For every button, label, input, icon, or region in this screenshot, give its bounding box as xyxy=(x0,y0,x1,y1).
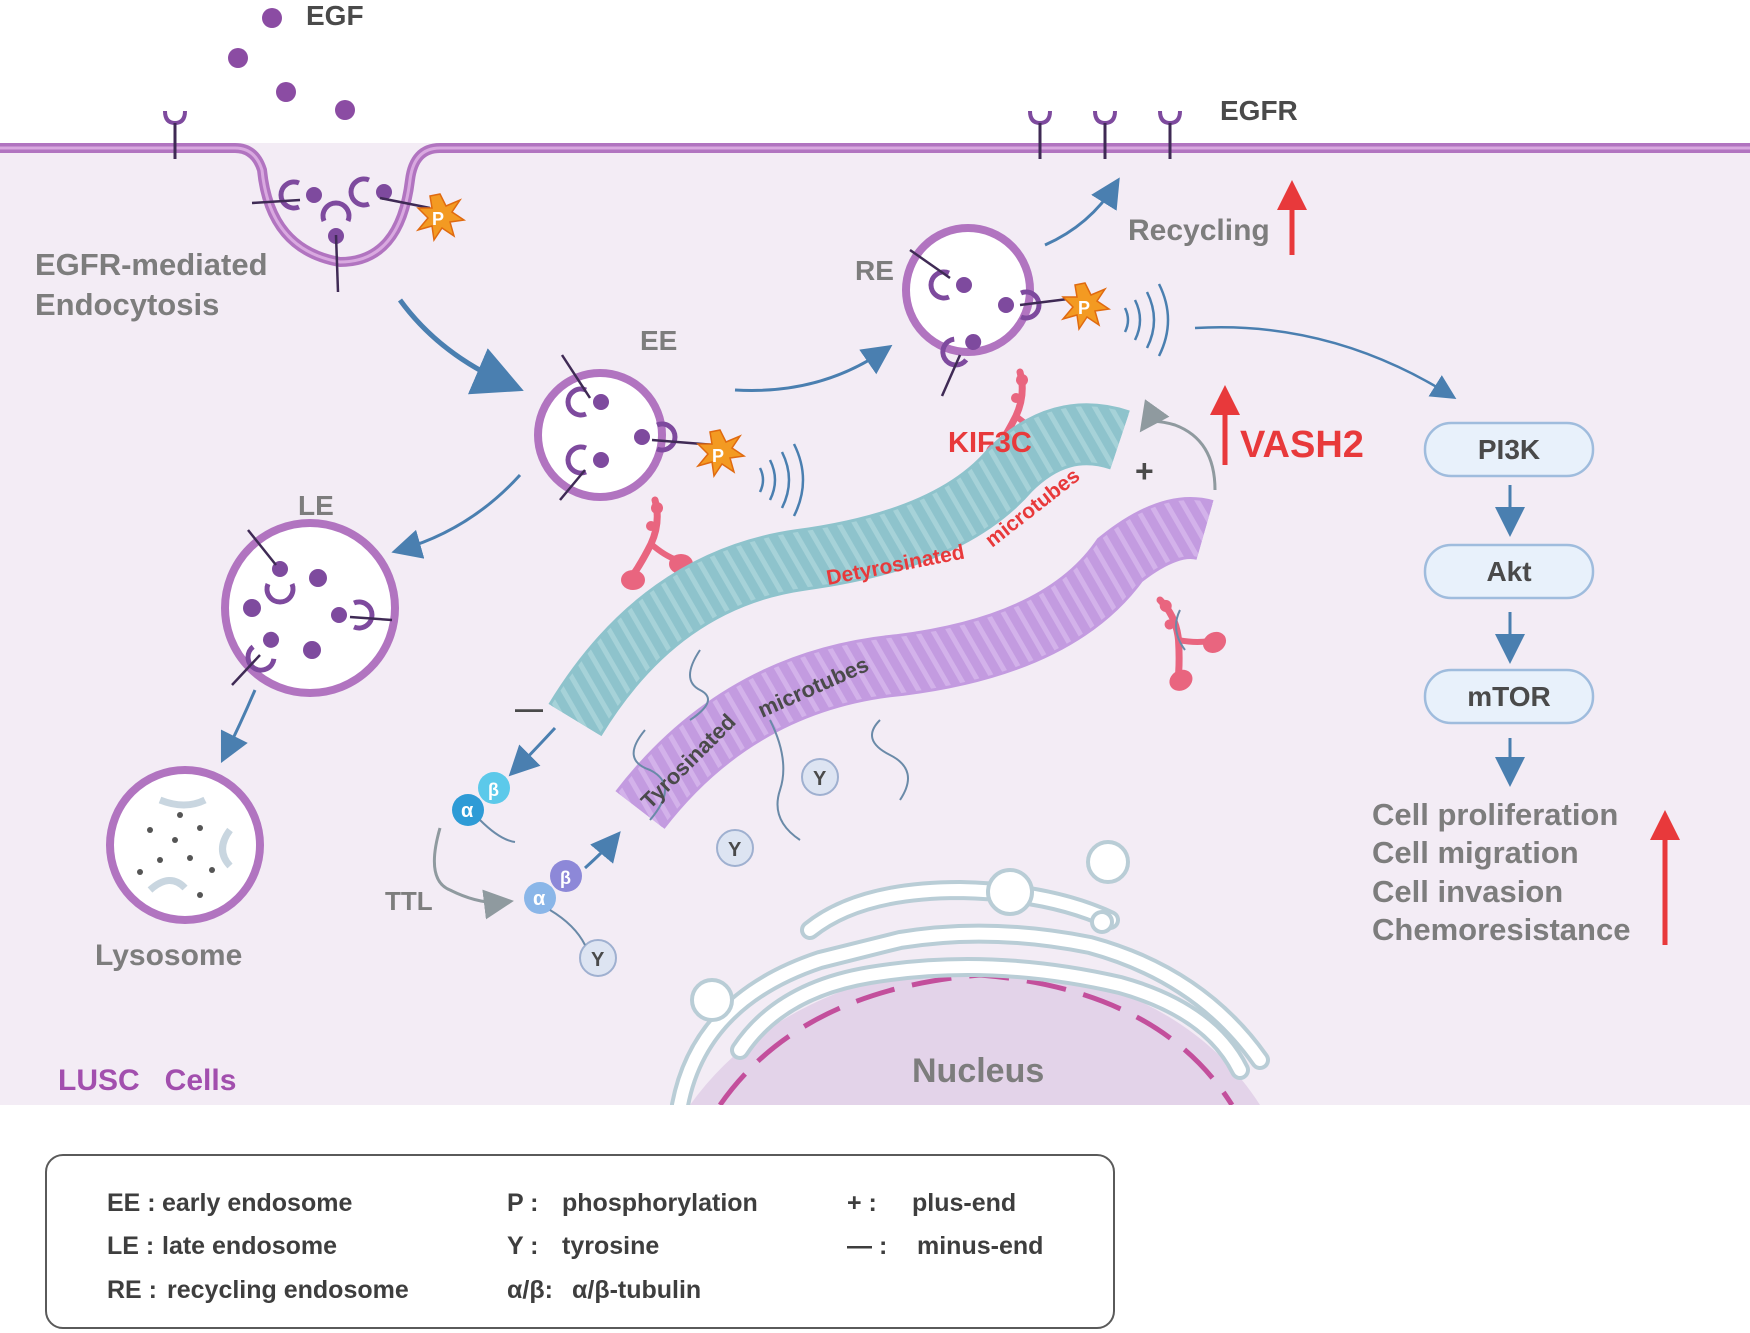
process-arrows xyxy=(220,177,1525,870)
outcome-item: Cell migration xyxy=(1372,835,1579,870)
le-label: LE xyxy=(298,490,334,521)
p-label: P xyxy=(1078,298,1090,318)
legend-key: EE : xyxy=(107,1189,156,1217)
pi3k-label: PI3K xyxy=(1478,434,1540,465)
outcome-item: Cell invasion xyxy=(1372,874,1563,909)
plasma-membrane xyxy=(0,143,1750,268)
outcome-list: Cell proliferation Cell migration Cell i… xyxy=(1372,797,1630,947)
alpha-label: α xyxy=(461,800,474,822)
akt-node: Akt xyxy=(1423,543,1595,600)
legend-key: α/β: xyxy=(507,1276,553,1304)
lysosome-label: Lysosome xyxy=(95,939,242,972)
ttl-label: TTL xyxy=(385,886,433,916)
p-label: P xyxy=(432,209,444,229)
legend-key: LE : xyxy=(107,1232,155,1260)
y-label: Y xyxy=(728,839,742,861)
tyrosine-markers xyxy=(579,758,839,977)
beta-label: β xyxy=(560,868,571,888)
p-label: P xyxy=(712,446,724,466)
ttl-arrow xyxy=(432,827,514,920)
legend-key: — : xyxy=(847,1232,888,1260)
endocytosis-label-2: Endocytosis xyxy=(35,287,219,322)
legend-text: plus-end xyxy=(912,1189,1017,1217)
legend-key: RE : xyxy=(107,1276,157,1304)
detyrosinated-microtubule xyxy=(548,403,1130,737)
outcome-item: Cell proliferation xyxy=(1372,797,1618,832)
legend-text: phosphorylation xyxy=(562,1189,758,1217)
late-endosome xyxy=(221,519,399,697)
early-endosome xyxy=(534,354,805,518)
legend-key: P : xyxy=(507,1189,539,1217)
egf-label: EGF xyxy=(306,0,364,31)
endocytosis-label-1: EGFR-mediated xyxy=(35,247,268,282)
akt-label: Akt xyxy=(1486,556,1531,587)
mtor-node: mTOR xyxy=(1423,668,1595,725)
legend-text: recycling endosome xyxy=(167,1276,409,1304)
minus-end-label: — xyxy=(515,693,543,724)
pi3k-node: PI3K xyxy=(1423,421,1595,478)
nucleus-label: Nucleus xyxy=(912,1052,1044,1090)
legend-key: Y : xyxy=(507,1232,539,1260)
legend-text: minus-end xyxy=(917,1232,1044,1260)
tyrosine-labels: Y Y Y xyxy=(591,768,827,971)
re-label: RE xyxy=(855,255,894,286)
y-label: Y xyxy=(813,768,827,790)
plus-end-arrow xyxy=(1139,399,1217,491)
recycling-endosome xyxy=(902,224,1170,397)
tubulin-dimer-tyrosinated xyxy=(524,860,586,946)
legend: EE : early endosome LE : late endosome R… xyxy=(45,1154,1115,1329)
egfr-label: EGFR xyxy=(1220,95,1298,126)
y-label: Y xyxy=(591,949,605,971)
beta-label: β xyxy=(488,780,499,800)
upregulation-arrows xyxy=(1210,180,1680,945)
endocytic-pit xyxy=(251,179,465,293)
mtor-label: mTOR xyxy=(1467,681,1551,712)
legend-text: late endosome xyxy=(162,1232,338,1260)
phosphate-labels: P P P xyxy=(432,209,1090,466)
lysosome xyxy=(106,766,264,924)
tyrosine-tails xyxy=(632,609,1186,841)
ee-label: EE xyxy=(640,325,677,356)
tyrosinated-microtubule xyxy=(615,497,1214,830)
tubulin-dimer-free xyxy=(452,772,516,843)
nucleus-shape xyxy=(670,840,1270,1115)
legend-key: + : xyxy=(847,1189,877,1217)
kif3c-label: KIF3C xyxy=(948,427,1032,459)
alpha-label: α xyxy=(533,888,546,910)
outcome-item: Chemoresistance xyxy=(1372,912,1630,947)
recycling-label: Recycling xyxy=(1128,214,1270,247)
vash2-label: VASH2 xyxy=(1240,424,1364,466)
tubulin-labels: α β α β xyxy=(461,780,571,910)
cell-type-label: LUSC Cells xyxy=(58,1064,236,1097)
legend-text: tyrosine xyxy=(562,1232,660,1260)
plus-end-label: + xyxy=(1135,453,1154,489)
legend-text: early endosome xyxy=(162,1189,353,1217)
legend-text: α/β-tubulin xyxy=(572,1276,702,1304)
egf-ligands xyxy=(228,8,355,120)
